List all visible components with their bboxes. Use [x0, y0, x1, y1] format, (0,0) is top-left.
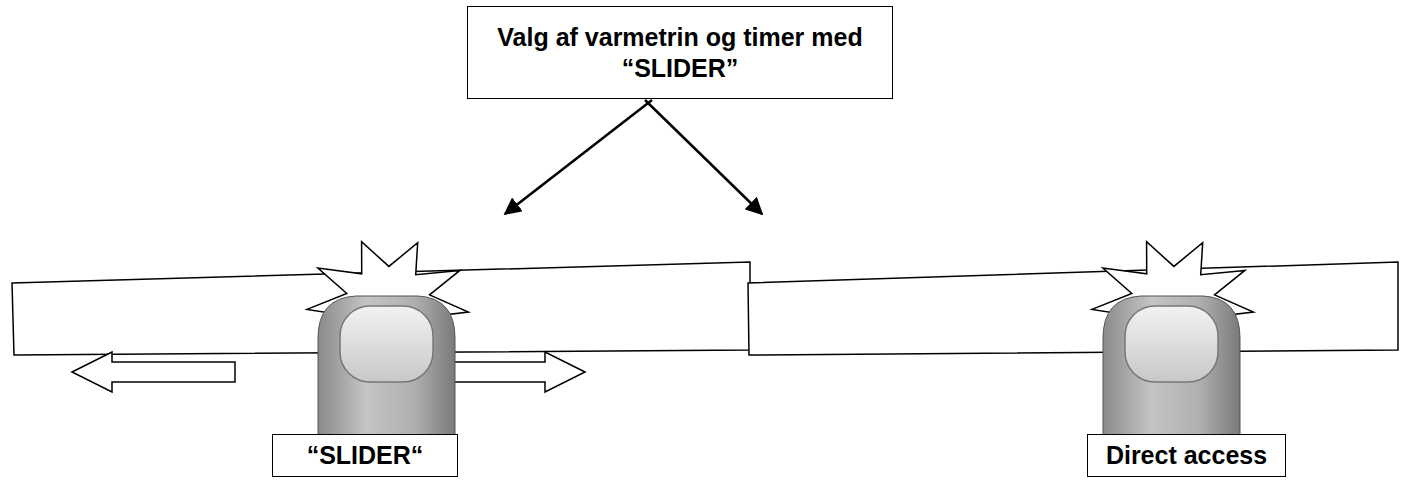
label-text: “SLIDER“ — [307, 440, 424, 471]
heading-text: Valg af varmetrin og timer med “SLIDER” — [485, 22, 875, 83]
pointer-arrow — [645, 100, 762, 214]
label-box: “SLIDER“ — [272, 434, 458, 477]
slide-arrow — [72, 352, 235, 392]
heading-box: Valg af varmetrin og timer med “SLIDER” — [467, 6, 893, 99]
label-text: Direct access — [1106, 440, 1267, 471]
finger — [1103, 296, 1240, 445]
pointer-arrow — [505, 100, 652, 214]
finger — [318, 296, 455, 445]
slider-bar — [748, 262, 1398, 355]
label-box: Direct access — [1087, 434, 1286, 477]
